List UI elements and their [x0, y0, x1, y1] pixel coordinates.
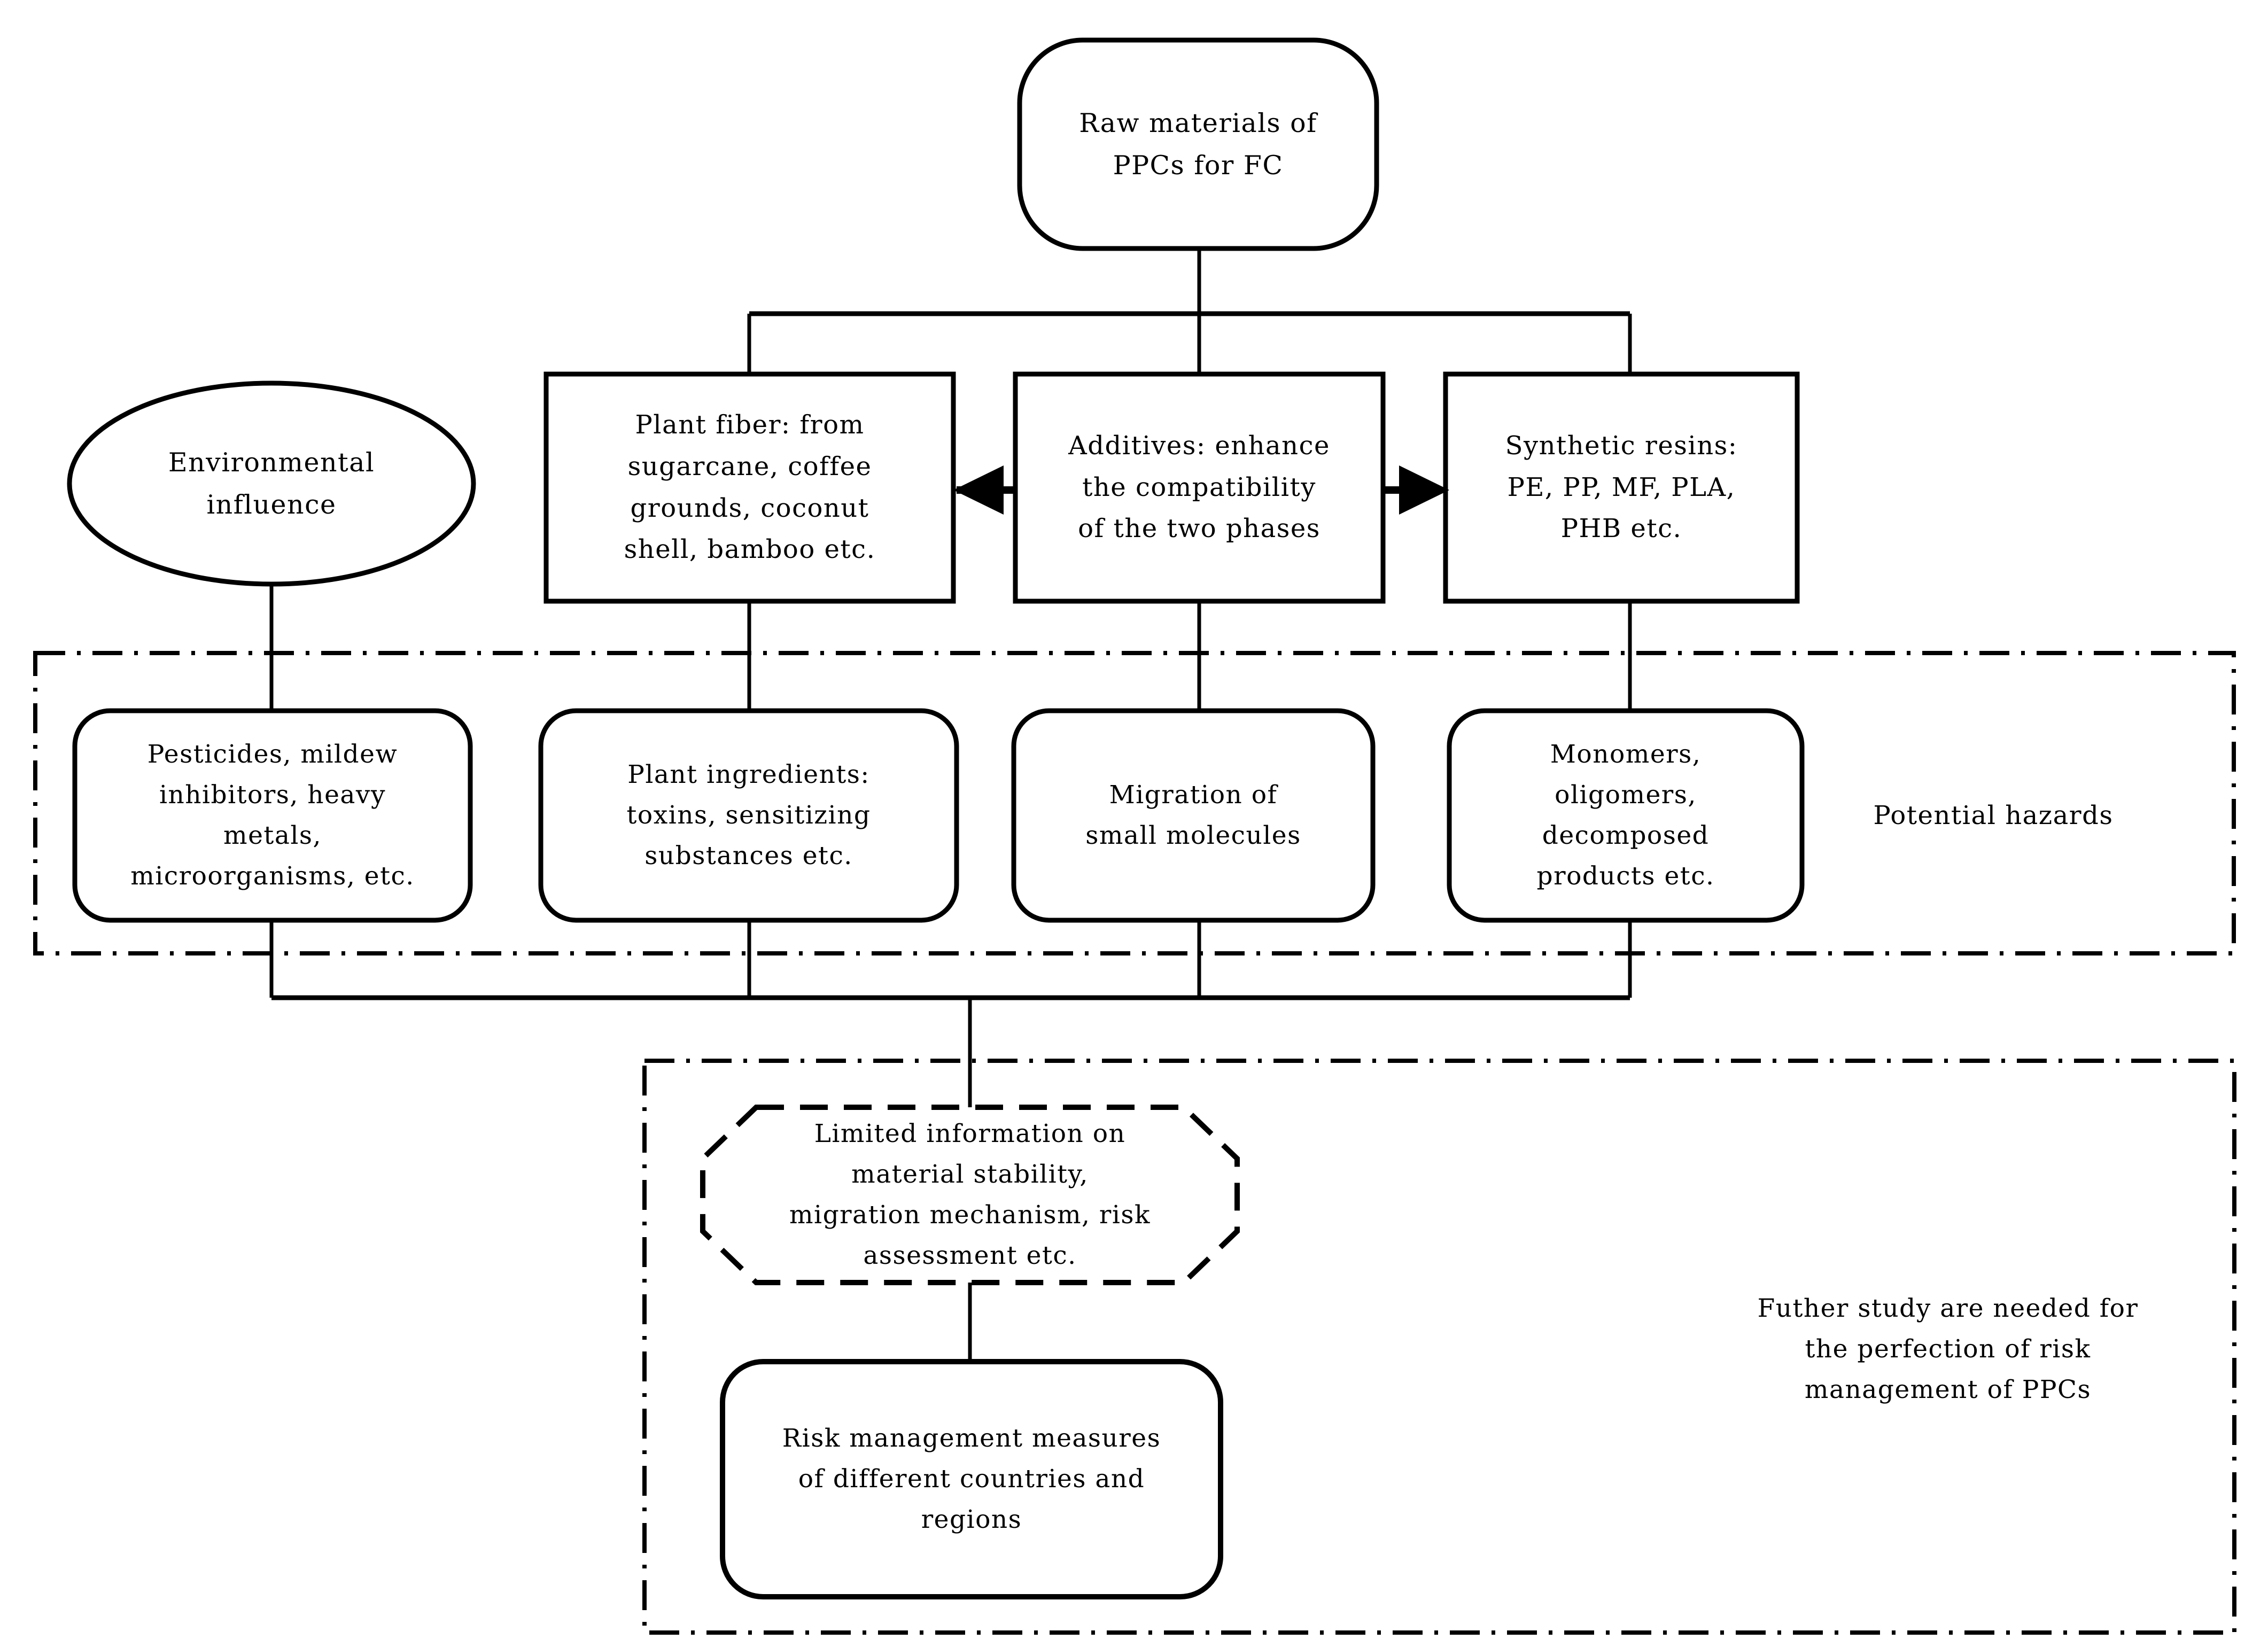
connector-lines — [269, 248, 1632, 1362]
pesticides-node-shape[interactable] — [72, 708, 473, 923]
plant-ingredients-node-shape[interactable] — [538, 708, 959, 923]
raw-materials-node-shape[interactable] — [1017, 37, 1379, 251]
additives-node-shape[interactable] — [1013, 371, 1386, 604]
risk-management-node-shape[interactable] — [720, 1359, 1223, 1599]
monomers-node-shape[interactable] — [1447, 708, 1805, 923]
limited-information-node-shape[interactable] — [700, 1105, 1240, 1285]
synthetic-resins-node-shape[interactable] — [1443, 371, 1800, 604]
arrow-additives-to-synthetic-resins — [1383, 465, 1449, 515]
environmental-influence-node-shape[interactable] — [67, 380, 476, 587]
plant-fiber-node-shape[interactable] — [543, 371, 956, 604]
potential-hazards-group-border — [33, 651, 2236, 955]
migration-node-shape[interactable] — [1011, 708, 1376, 923]
arrow-additives-to-plant-fiber — [953, 465, 1015, 515]
